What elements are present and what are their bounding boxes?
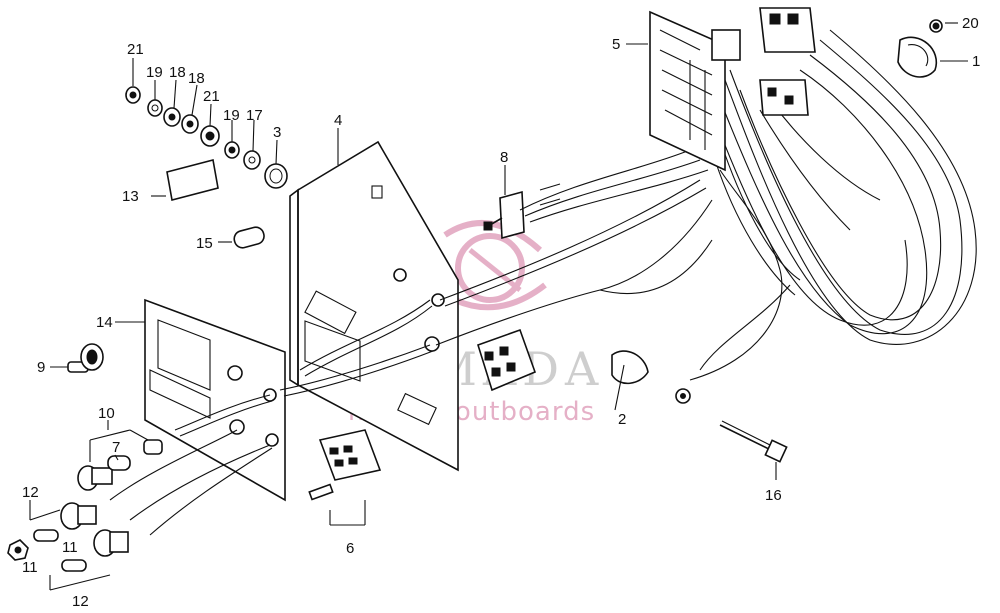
nut-12 bbox=[7, 539, 29, 561]
callout-3: 3 bbox=[273, 124, 281, 141]
lamp-socket-10 bbox=[77, 465, 113, 491]
callout-7: 7 bbox=[112, 439, 120, 456]
grommet-15 bbox=[233, 226, 265, 249]
callout-21: 21 bbox=[203, 88, 220, 105]
ground-terminal bbox=[675, 388, 691, 404]
main-panel-4 bbox=[289, 140, 459, 472]
bolt-20 bbox=[929, 19, 943, 33]
callout-17: 17 bbox=[246, 107, 263, 124]
label-plate-13 bbox=[166, 159, 219, 201]
regulator-board-5 bbox=[649, 10, 741, 172]
cable-clamp-1 bbox=[897, 36, 938, 78]
callout-11: 11 bbox=[22, 559, 38, 576]
knob-9 bbox=[67, 343, 104, 373]
bulb-11-lower bbox=[61, 559, 87, 572]
wire-harness bbox=[109, 149, 783, 536]
callout-18: 18 bbox=[169, 64, 186, 81]
callout-12: 12 bbox=[22, 484, 39, 501]
callout-20: 20 bbox=[962, 15, 979, 32]
connector-block-b bbox=[759, 79, 809, 116]
indicator-12-upper bbox=[60, 502, 97, 530]
callout-12: 12 bbox=[72, 593, 89, 610]
callout-13: 13 bbox=[122, 188, 139, 205]
callout-18: 18 bbox=[188, 70, 205, 87]
callout-16: 16 bbox=[765, 487, 782, 504]
callout-labels: 21 19 18 18 21 19 17 3 4 8 5 20 1 13 15 … bbox=[22, 15, 980, 610]
callout-6: 6 bbox=[346, 540, 354, 557]
callout-11: 11 bbox=[62, 539, 78, 556]
toggle-switch-8 bbox=[483, 190, 525, 240]
leader-lines-lower bbox=[29, 420, 149, 591]
leader-lines bbox=[50, 22, 968, 368]
connector-block-a bbox=[759, 7, 816, 53]
callout-19: 19 bbox=[223, 107, 240, 124]
wire-clip-2 bbox=[611, 350, 649, 411]
cover-plate-14 bbox=[144, 298, 286, 502]
callout-15: 15 bbox=[196, 235, 213, 252]
terminal-block bbox=[477, 328, 537, 392]
callout-1: 1 bbox=[972, 53, 980, 70]
fuse-holder-6 bbox=[308, 429, 382, 526]
callout-8: 8 bbox=[500, 149, 508, 166]
indicator-12-lower bbox=[93, 529, 129, 557]
callout-5: 5 bbox=[612, 36, 620, 53]
callout-14: 14 bbox=[96, 314, 113, 331]
callout-9: 9 bbox=[37, 359, 45, 376]
callout-4: 4 bbox=[334, 112, 342, 129]
bulb-11-upper bbox=[33, 529, 59, 542]
washer-nut-stack bbox=[125, 86, 288, 189]
callout-19: 19 bbox=[146, 64, 163, 81]
bulb-7 bbox=[107, 439, 163, 471]
callout-10: 10 bbox=[98, 405, 115, 422]
callout-2: 2 bbox=[618, 411, 626, 428]
callout-21: 21 bbox=[127, 41, 144, 58]
bolt-16 bbox=[719, 420, 788, 480]
